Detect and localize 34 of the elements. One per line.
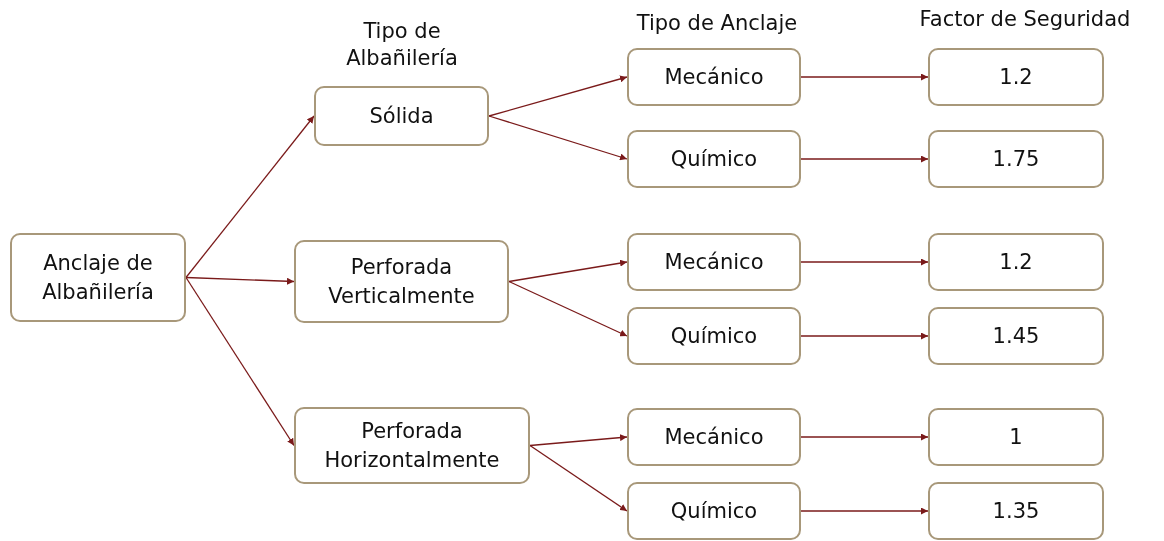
arrow [185,276,295,447]
arrow [185,276,295,285]
arrow [800,258,929,266]
process-box: Mecánico [627,48,801,106]
arrow [800,332,929,340]
process-box: 1.2 [928,48,1104,106]
process-box: Mecánico [627,408,801,466]
process-box: Perforada Horizontalmente [294,407,530,484]
arrow [508,280,628,337]
process-box: Químico [627,482,801,540]
arrow [488,115,628,161]
process-box: Químico [627,130,801,188]
process-box: 1.35 [928,482,1104,540]
column-header: Factor de Seguridad [918,6,1132,33]
process-box: 1.75 [928,130,1104,188]
column-header: Tipo de Anclaje [635,10,799,37]
process-box: Mecánico [627,233,801,291]
arrow [529,444,628,512]
arrow [800,73,929,81]
arrow [800,155,929,163]
arrow [185,115,315,279]
process-box: 1 [928,408,1104,466]
process-box: 1.2 [928,233,1104,291]
arrow [800,507,929,515]
process-box: Anclaje de Albañilería [10,233,186,322]
arrow [529,434,628,447]
arrow [800,433,929,441]
process-box: Perforada Verticalmente [294,240,509,323]
process-box: 1.45 [928,307,1104,365]
column-header: Tipo de Albañilería [345,18,459,73]
arrow [508,259,628,283]
process-box: Sólida [314,86,489,146]
arrow [488,75,628,117]
process-box: Químico [627,307,801,365]
